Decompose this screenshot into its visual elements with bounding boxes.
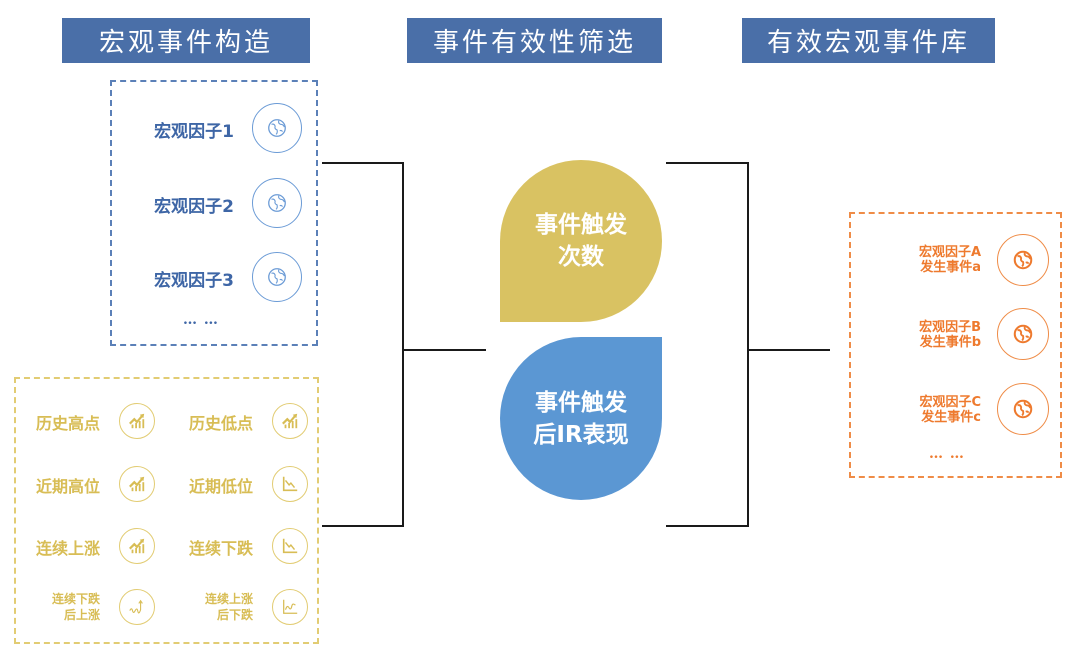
connector-line xyxy=(747,349,830,351)
effective-event-factor: 宏观因子B xyxy=(919,320,981,335)
trend-up-bar-chart-icon xyxy=(129,538,145,554)
price-event-label: 近期高位 xyxy=(35,477,100,496)
price-event-label: 历史低点 xyxy=(188,414,253,433)
macro-factor-ellipsis: … … xyxy=(183,312,219,328)
price-event-label: 连续下跌 后上涨 xyxy=(52,591,100,623)
effective-event-factor: 宏观因子C xyxy=(919,395,981,410)
globe-icon xyxy=(1013,324,1033,344)
effective-event-occurrence: 发生事件b xyxy=(919,335,981,350)
post-trigger-ir-filter: 事件触发 后IR表现 xyxy=(500,337,662,500)
connector-line xyxy=(322,525,404,527)
macro-factor-box xyxy=(110,80,318,346)
price-event-label: 连续下跌 xyxy=(188,539,253,558)
wave-arrow-up-icon xyxy=(129,599,143,614)
connector-line xyxy=(402,162,404,527)
price-event-icon-circle xyxy=(272,403,308,439)
price-event-icon-circle xyxy=(272,528,308,564)
connector-line xyxy=(666,525,749,527)
trigger-count-line2: 次数 xyxy=(558,243,604,270)
price-event-icon-circle xyxy=(119,466,155,502)
line-chart-down-icon xyxy=(282,538,298,554)
connector-line xyxy=(402,349,486,351)
globe-icon xyxy=(268,194,286,212)
price-event-box xyxy=(14,377,319,644)
price-event-label-line1: 连续下跌 xyxy=(51,592,100,606)
trend-up-bar-chart-icon xyxy=(129,476,145,492)
macro-factor-label: 宏观因子3 xyxy=(154,271,234,291)
effective-event-icon-circle xyxy=(997,308,1049,360)
globe-icon xyxy=(1013,250,1033,270)
price-event-label-line1: 连续上涨 xyxy=(204,592,253,606)
price-event-label: 连续上涨 xyxy=(35,539,100,558)
header-event-validity-filter: 事件有效性筛选 xyxy=(407,18,662,63)
price-event-icon-circle xyxy=(119,528,155,564)
post-trigger-ir-line2: 后IR表现 xyxy=(533,421,629,448)
connector-line xyxy=(747,162,749,527)
price-event-icon-circle xyxy=(272,466,308,502)
price-event-icon-circle xyxy=(119,589,155,625)
header-effective-event-library: 有效宏观事件库 xyxy=(742,18,995,63)
effective-event-label: 宏观因子B 发生事件b xyxy=(919,320,981,350)
effective-event-ellipsis: … … xyxy=(929,446,965,462)
header-macro-event-construction: 宏观事件构造 xyxy=(62,18,310,63)
trend-up-bar-chart-icon xyxy=(129,413,145,429)
trend-up-bar-chart-icon xyxy=(282,413,298,429)
globe-icon xyxy=(268,119,286,137)
post-trigger-ir-text: 事件触发 后IR表现 xyxy=(533,387,628,451)
trigger-count-filter: 事件触发 次数 xyxy=(500,160,662,322)
effective-event-icon-circle xyxy=(997,383,1049,435)
effective-event-occurrence: 发生事件c xyxy=(921,410,981,425)
macro-factor-label: 宏观因子2 xyxy=(154,197,234,217)
price-event-label: 连续上涨 后下跌 xyxy=(205,591,253,623)
effective-event-icon-circle xyxy=(997,234,1049,286)
macro-factor-icon-circle xyxy=(252,252,302,302)
price-event-icon-circle xyxy=(119,403,155,439)
line-chart-wave-icon xyxy=(283,599,298,614)
trigger-count-line1: 事件触发 xyxy=(535,211,627,238)
effective-event-label: 宏观因子A 发生事件a xyxy=(919,245,981,275)
price-event-icon-circle xyxy=(272,589,308,625)
price-event-label: 近期低位 xyxy=(188,477,253,496)
connector-line xyxy=(322,162,404,164)
effective-event-occurrence: 发生事件a xyxy=(920,260,981,275)
trigger-count-text: 事件触发 次数 xyxy=(535,209,627,273)
connector-line xyxy=(666,162,749,164)
price-event-label: 历史高点 xyxy=(35,414,100,433)
globe-icon xyxy=(268,268,286,286)
macro-factor-icon-circle xyxy=(252,103,302,153)
price-event-label-line2: 后下跌 xyxy=(216,608,253,622)
effective-event-label: 宏观因子C 发生事件c xyxy=(919,395,981,425)
effective-event-box xyxy=(849,212,1062,478)
post-trigger-ir-line1: 事件触发 xyxy=(535,388,627,416)
macro-factor-label: 宏观因子1 xyxy=(154,122,234,142)
macro-factor-icon-circle xyxy=(252,178,302,228)
price-event-label-line2: 后上涨 xyxy=(63,608,100,622)
line-chart-down-icon xyxy=(282,476,298,492)
globe-icon xyxy=(1013,399,1033,419)
effective-event-factor: 宏观因子A xyxy=(918,245,981,260)
